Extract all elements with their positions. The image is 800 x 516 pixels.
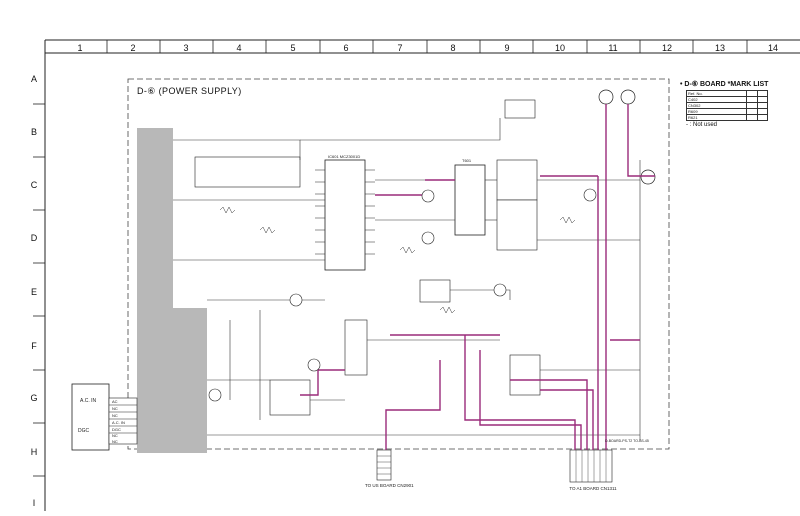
row-label: D — [30, 233, 38, 243]
board-outline — [127, 78, 670, 450]
col-label: 7 — [397, 43, 403, 53]
col-label: 6 — [343, 43, 349, 53]
ac-row-label: NC — [112, 406, 118, 411]
col-label: 12 — [661, 43, 672, 53]
bottom-note: D-BOARD-PS-T2 TO-BS-45 — [605, 439, 649, 443]
col-label: 3 — [183, 43, 189, 53]
ac-row-label: AC — [112, 399, 118, 404]
row-label: F — [31, 341, 37, 351]
row-label: C — [30, 180, 38, 190]
table-cell: R621 — [685, 114, 748, 121]
row-label: G — [30, 393, 38, 403]
row-label: H — [30, 447, 38, 457]
bottom-connector-left — [376, 449, 392, 481]
column-separators — [106, 40, 748, 53]
wires — [173, 118, 641, 440]
col-label: 11 — [608, 43, 618, 53]
mark-list-heading: • D-⑥ BOARD *MARK LIST — [680, 81, 769, 88]
cn-box — [108, 397, 138, 445]
mark-list-table: Ref. No. C402 CN302 R609 R621 — [685, 90, 769, 121]
connector-left-label: TO US BOARD CN2901 — [365, 483, 414, 488]
ac-in-label: A.C. IN — [80, 398, 97, 404]
shaded-block-upper — [137, 128, 173, 310]
col-label: 4 — [236, 43, 242, 53]
col-label: 9 — [504, 43, 510, 53]
dgc-row-label: DGC — [112, 427, 121, 432]
highlight-lines — [300, 104, 655, 450]
table-row: R621 — [685, 114, 769, 121]
ic-lower-right — [509, 354, 541, 396]
col-label: 14 — [767, 43, 778, 53]
dgc-block-label: DGC — [78, 428, 90, 434]
table-cell — [746, 114, 758, 121]
row-label: A — [30, 74, 37, 84]
board-title: D-⑥ (POWER SUPPLY) — [137, 86, 242, 96]
col-label: 1 — [77, 43, 83, 53]
terminal-1 — [598, 89, 614, 105]
mark-list: • D-⑥ BOARD *MARK LIST Ref. No. C402 CN3… — [680, 80, 790, 128]
terminal-2 — [620, 89, 636, 105]
transformer-label: T601 — [462, 158, 472, 163]
dgc-row-label: NC — [112, 439, 118, 444]
ic-main-label: IC601 MCZ3001D — [328, 154, 361, 159]
dgc-row-label: NC — [112, 433, 118, 438]
col-label: 10 — [554, 43, 565, 53]
col-label: 13 — [714, 43, 725, 53]
col-label: 5 — [290, 43, 296, 53]
row-separators — [33, 103, 45, 477]
terminal-3 — [640, 169, 656, 185]
row-label: E — [30, 287, 37, 297]
row-label: I — [32, 498, 36, 508]
mark-list-note: - : Not used — [686, 122, 718, 128]
table-cell — [756, 114, 769, 121]
connector-right-label: TO A1 BOARD CN1311 — [569, 486, 617, 491]
ic-main — [324, 159, 366, 271]
ac-row-label: NC — [112, 413, 118, 418]
ic-left — [194, 156, 301, 188]
bottom-connector-right — [569, 449, 613, 483]
shaded-block-lower — [137, 308, 207, 453]
col-label: 8 — [450, 43, 456, 53]
row-label: B — [30, 127, 37, 137]
ac-row-label: A.C. IN — [112, 420, 125, 425]
transformer — [454, 164, 486, 236]
col-label: 2 — [130, 43, 136, 53]
connector-top — [504, 99, 536, 119]
ac-in-box — [71, 383, 110, 451]
